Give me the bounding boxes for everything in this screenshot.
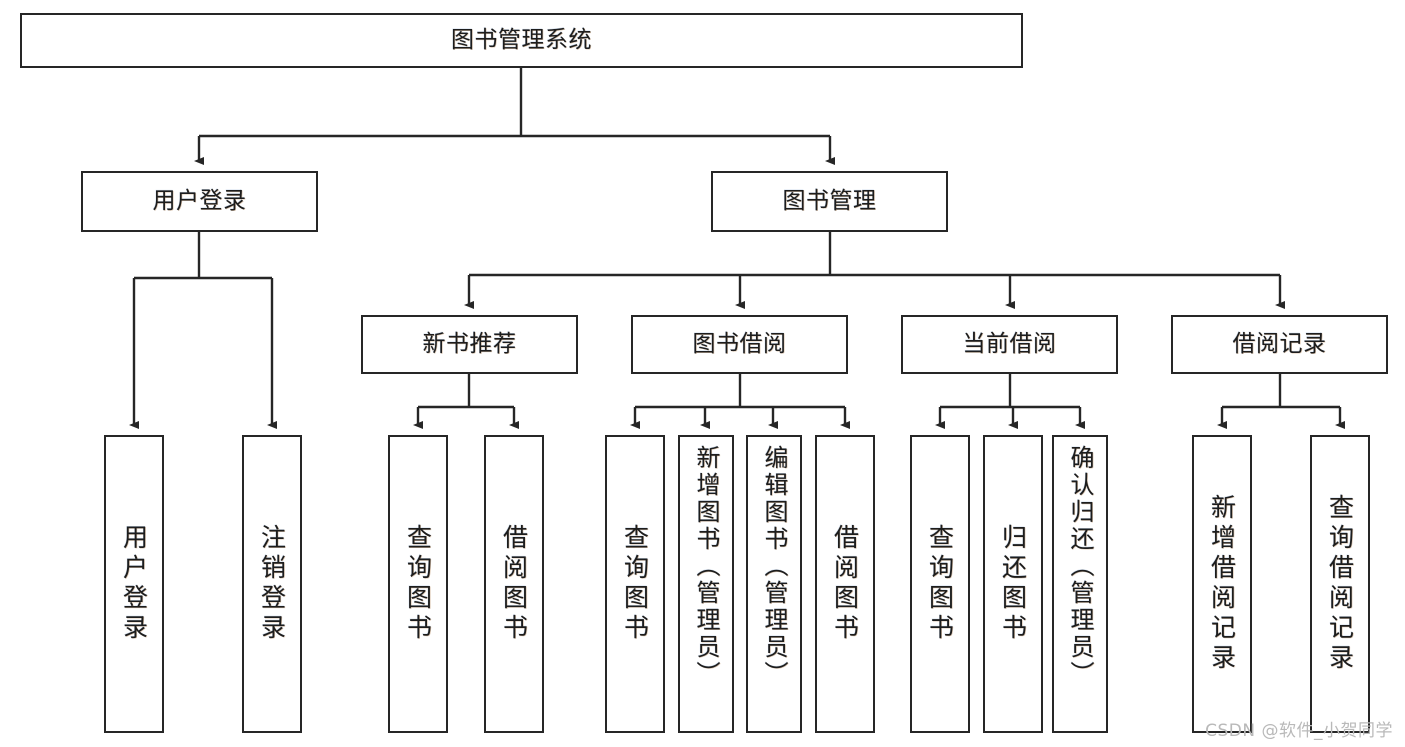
leaf-user-login[interactable]: 用户登录 <box>104 435 164 733</box>
leaf-borrow-book-2[interactable]: 借阅图书 <box>815 435 875 733</box>
node-label: 查询借阅记录 <box>1325 494 1355 674</box>
node-label: 图书管理系统 <box>451 26 592 53</box>
leaf-query-book-2[interactable]: 查询图书 <box>605 435 665 733</box>
node-label: 归还图书 <box>998 524 1028 644</box>
node-new-book-recommend[interactable]: 新书推荐 <box>361 315 578 374</box>
leaf-query-book-1[interactable]: 查询图书 <box>388 435 448 733</box>
node-label: 确认归还（管理员） <box>1066 445 1094 688</box>
node-borrow-record[interactable]: 借阅记录 <box>1171 315 1388 374</box>
node-book-manage[interactable]: 图书管理 <box>711 171 948 232</box>
node-label: 注销登录 <box>257 524 287 644</box>
leaf-query-book-3[interactable]: 查询图书 <box>910 435 970 733</box>
watermark: CSDN @软件_小贺同学 <box>1205 721 1393 741</box>
leaf-add-record[interactable]: 新增借阅记录 <box>1192 435 1252 733</box>
node-label: 借阅记录 <box>1232 330 1327 357</box>
leaf-confirm-return[interactable]: 确认归还（管理员） <box>1052 435 1108 733</box>
node-book-borrow[interactable]: 图书借阅 <box>631 315 848 374</box>
node-label: 用户登录 <box>119 524 149 644</box>
node-user-login[interactable]: 用户登录 <box>81 171 318 232</box>
node-label: 新增图书（管理员） <box>692 445 720 688</box>
node-label: 当前借阅 <box>962 330 1057 357</box>
node-current-borrow[interactable]: 当前借阅 <box>901 315 1118 374</box>
node-label: 新增借阅记录 <box>1207 494 1237 674</box>
node-root-system[interactable]: 图书管理系统 <box>20 13 1023 68</box>
node-label: 编辑图书（管理员） <box>760 445 788 688</box>
node-label: 图书管理 <box>782 187 877 214</box>
node-label: 用户登录 <box>152 187 247 214</box>
leaf-borrow-book-1[interactable]: 借阅图书 <box>484 435 544 733</box>
leaf-add-book[interactable]: 新增图书（管理员） <box>678 435 734 733</box>
node-label: 查询图书 <box>620 524 650 644</box>
node-label: 新书推荐 <box>422 330 517 357</box>
leaf-edit-book[interactable]: 编辑图书（管理员） <box>746 435 802 733</box>
leaf-return-book[interactable]: 归还图书 <box>983 435 1043 733</box>
leaf-query-record[interactable]: 查询借阅记录 <box>1310 435 1370 733</box>
node-label: 借阅图书 <box>830 524 860 644</box>
node-label: 借阅图书 <box>499 524 529 644</box>
leaf-logout[interactable]: 注销登录 <box>242 435 302 733</box>
node-label: 查询图书 <box>403 524 433 644</box>
node-label: 图书借阅 <box>692 330 787 357</box>
node-label: 查询图书 <box>925 524 955 644</box>
